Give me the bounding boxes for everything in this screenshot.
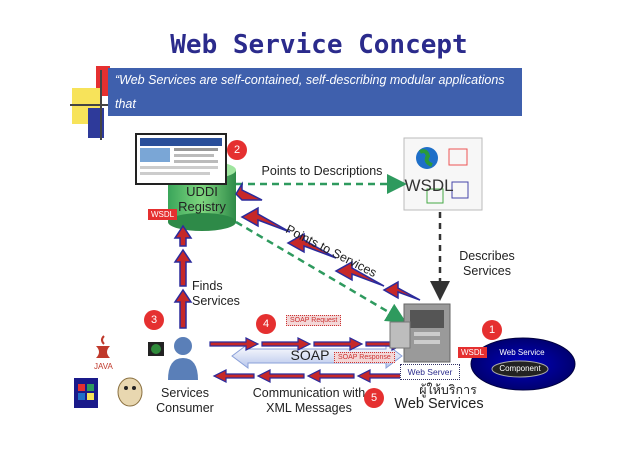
web-server-label: Web Server: [400, 364, 460, 380]
soap-response-tag: SOAP Response: [334, 352, 395, 363]
globe-monitor-icon: [148, 342, 164, 356]
step-4-badge: 4: [256, 314, 276, 334]
wsdl-document: [403, 137, 483, 211]
java-label: JAVA: [94, 362, 113, 371]
points-to-services-arrow: [235, 220, 407, 323]
definition-banner: “Web Services are self-contained, self-d…: [108, 68, 522, 135]
consumer-line-2: Consumer: [156, 401, 214, 415]
comm-line-2: XML Messages: [266, 401, 352, 415]
find-arrows: [173, 224, 193, 329]
describes-line-1: Describes: [459, 249, 515, 263]
provider-web-services-label: Web Services: [394, 396, 484, 412]
uddi-registry-label: UDDI Registry: [172, 184, 232, 214]
step-5-badge: 5: [364, 388, 384, 408]
soap-request-tag: SOAP Request: [286, 315, 342, 326]
finds-line-2: Services: [192, 294, 240, 308]
communication-label: Communication with XML Messages: [244, 386, 374, 416]
response-arrows: [212, 369, 405, 383]
describes-services-label: Describes Services: [452, 249, 522, 279]
uddi-wsdl-tag: WSDL: [148, 209, 178, 220]
web-service-label: Web Service: [499, 348, 545, 357]
uddi-line-1: UDDI: [186, 184, 218, 199]
uddi-line-2: Registry: [178, 199, 226, 214]
points-to-descriptions-label: Points to Descriptions: [261, 164, 383, 178]
step-2-badge: 2: [227, 140, 247, 160]
consumer-person-icon: [168, 337, 198, 380]
quote-line-1: “Web Services are self-contained, self-d…: [115, 73, 505, 111]
finds-services-label: Finds Services: [192, 279, 242, 309]
finds-line-1: Finds: [192, 279, 223, 293]
describes-line-2: Services: [463, 264, 511, 278]
component-label: Component: [499, 364, 541, 373]
consumer-line-1: Services: [161, 386, 209, 400]
services-consumer-label: Services Consumer: [152, 386, 218, 416]
wsdl-title: WSDL: [404, 176, 454, 195]
deco-line-v: [100, 70, 102, 140]
comm-line-1: Communication with: [252, 386, 366, 400]
soap-label: SOAP: [290, 347, 330, 363]
provider-thai-label: ผู้ให้บริการ: [419, 383, 477, 397]
windows-box-icon: [74, 378, 98, 408]
publish-arrows: [235, 181, 421, 301]
registry-screenshot: [135, 133, 227, 185]
page-title: Web Service Concept: [170, 30, 468, 60]
mascot-icon: [117, 377, 143, 407]
server-wsdl-tag: WSDL: [458, 347, 488, 358]
deco-line-h: [70, 104, 114, 106]
step-3-badge: 3: [144, 310, 164, 330]
step-1-badge: 1: [482, 320, 502, 340]
web-server-icon: [389, 303, 451, 363]
web-service-ellipse: [470, 337, 576, 391]
java-cup-icon: [96, 335, 110, 358]
quote-line-2: can be published, discovered and invoked…: [115, 121, 443, 135]
